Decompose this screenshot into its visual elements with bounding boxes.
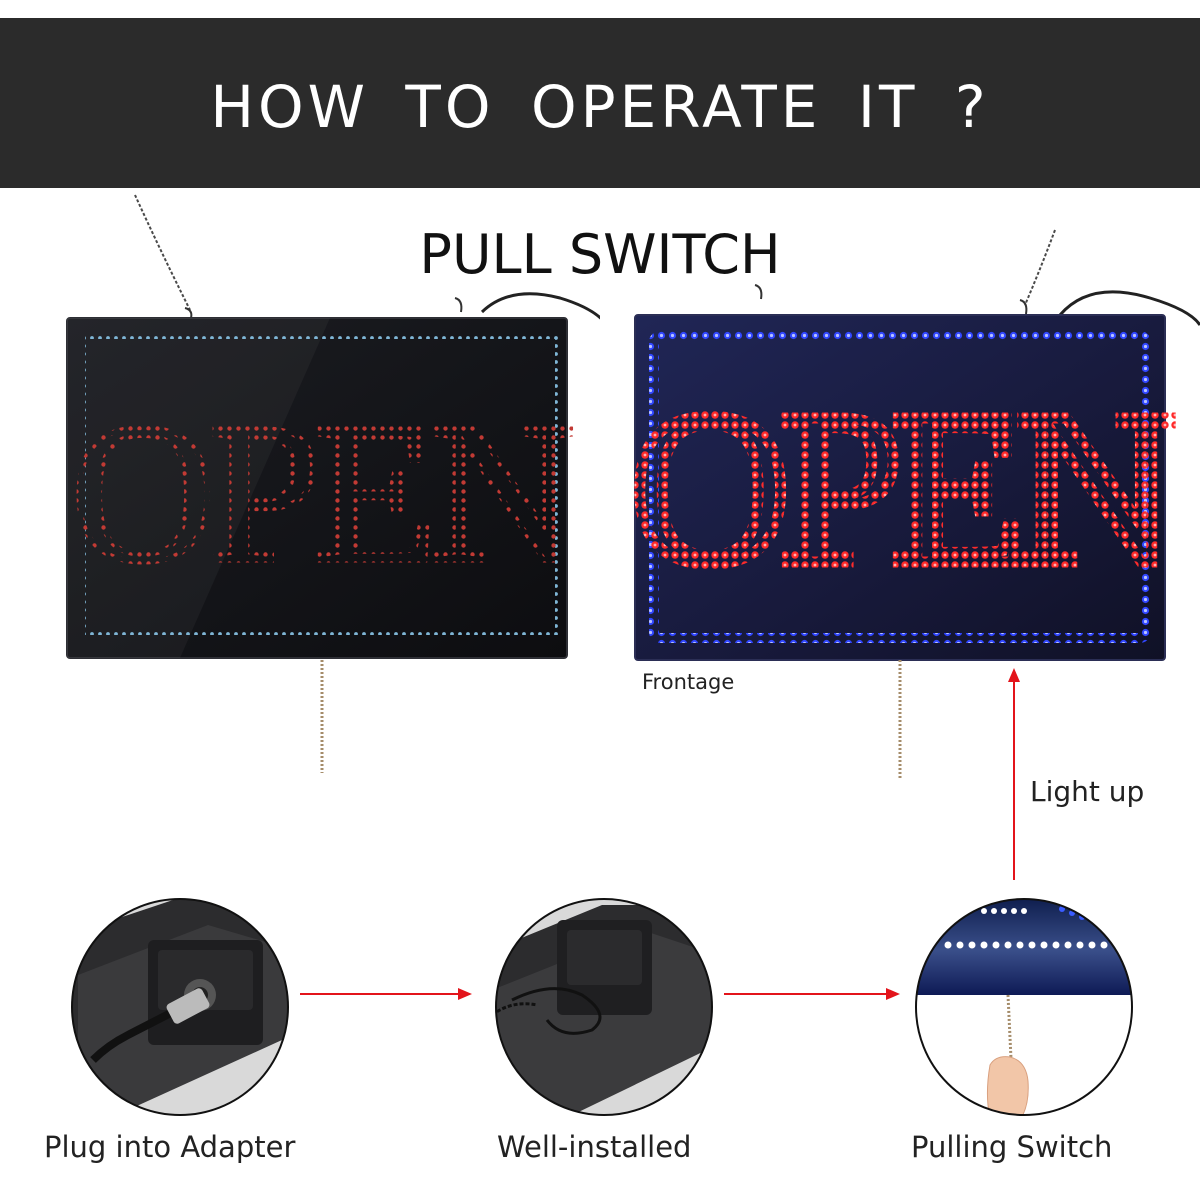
sign-on-image: OPEN <box>625 229 1200 780</box>
led-border-dim <box>85 335 559 635</box>
led-border-lit <box>649 331 1151 643</box>
step-plug-image <box>71 898 289 1116</box>
arrow-step2-to-step3 <box>724 988 900 1000</box>
sign-off-image: OPEN <box>66 194 600 773</box>
page-title: HOW TO OPERATE IT ? <box>210 73 990 141</box>
sign-off-open-text: OPEN <box>71 383 571 604</box>
step-pull-image <box>915 898 1133 1116</box>
step-install-image <box>495 898 713 1116</box>
sign-off-board <box>66 317 568 659</box>
step-label-pulling: Pulling Switch <box>911 1130 1113 1164</box>
arrow-up-light <box>1008 668 1020 880</box>
hanging-hook-left <box>184 307 193 319</box>
hanging-hook-left <box>754 284 763 300</box>
power-cord <box>1058 290 1200 326</box>
frontage-caption: Frontage <box>642 670 735 694</box>
sign-on-open-text: OPEN <box>631 366 1171 610</box>
hanging-hook-right <box>454 297 463 313</box>
hanging-chain-right <box>1024 229 1056 306</box>
header-banner: HOW TO OPERATE IT ? <box>0 18 1200 188</box>
power-cord <box>480 292 600 320</box>
hanging-hook-right <box>1019 299 1028 315</box>
step-label-installed: Well-installed <box>497 1130 692 1164</box>
arrow-step1-to-step2 <box>300 988 472 1000</box>
section-title: PULL SWITCH <box>419 223 781 286</box>
step-label-plug: Plug into Adapter <box>44 1130 296 1164</box>
light-up-label: Light up <box>1030 775 1145 808</box>
hanging-chain-left <box>134 194 191 311</box>
